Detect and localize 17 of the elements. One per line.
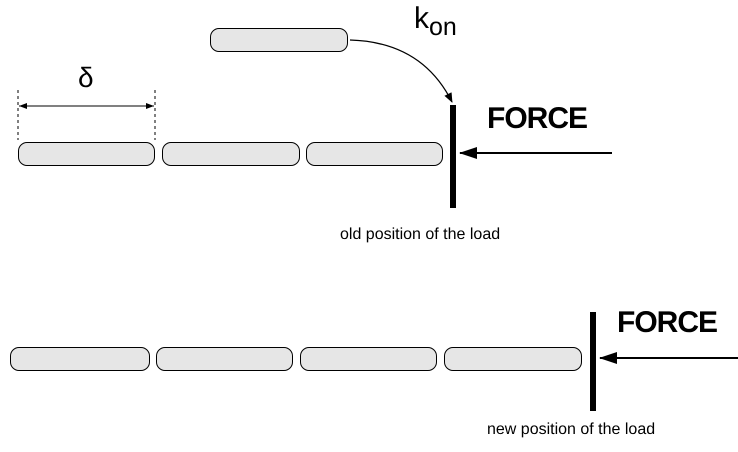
subunit-box <box>10 347 150 371</box>
load-wall <box>590 312 596 411</box>
force-label: FORCE <box>617 306 717 340</box>
rate-label: k$_{on}$ <box>414 2 457 42</box>
subunit-box <box>300 347 437 371</box>
subunit-box <box>162 142 300 166</box>
subunit-box <box>306 142 443 166</box>
subunit-box <box>444 347 582 371</box>
subunit-box <box>156 347 293 371</box>
position-caption: old position of the load <box>340 226 500 244</box>
position-caption: new position of the load <box>487 421 656 439</box>
load-wall <box>450 105 456 208</box>
subunit-box <box>210 28 348 52</box>
dimension-label: δ <box>78 62 94 94</box>
subunit-box <box>18 142 155 166</box>
force-label: FORCE <box>487 102 587 136</box>
arrow <box>350 39 453 103</box>
